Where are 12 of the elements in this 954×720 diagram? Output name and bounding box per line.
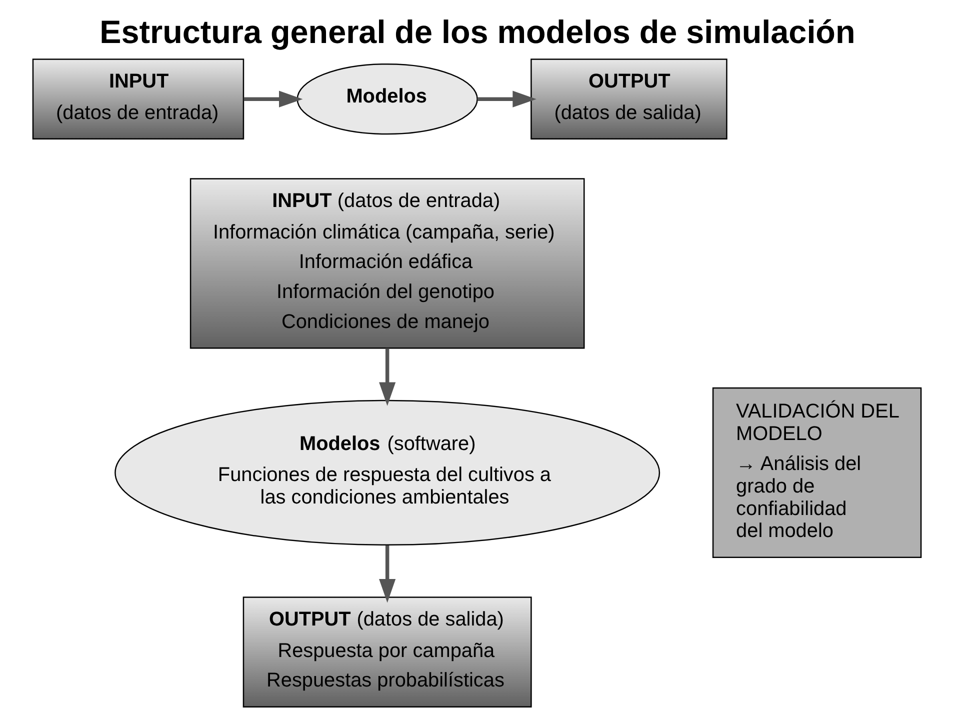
node-box: INPUT (datos de entrada) Información climática (campaña, serie) Información edáfica Información del genotipo Condiciones de manejo bbox=[190, 178, 585, 349]
node-box: INPUT (datos de entrada) bbox=[32, 58, 244, 140]
node-box: OUTPUT (datos de salida) Respuesta por campaña Respuestas probabilísticas bbox=[242, 596, 532, 708]
arrow bbox=[477, 90, 536, 108]
node-ellipse: Modelos (software) Funciones de respuesta del cultivos a las condiciones ambientales bbox=[114, 400, 660, 546]
node-box: OUTPUT (datos de salida) bbox=[530, 58, 728, 140]
node-box: VALIDACIÓN DEL MODELO → Análisis del grado de confiabilidad del modelo bbox=[712, 387, 922, 558]
arrow bbox=[244, 90, 303, 108]
diagram-title: Estructura general de los modelos de simulación bbox=[100, 14, 856, 50]
arrow bbox=[379, 545, 396, 603]
arrow bbox=[379, 348, 396, 406]
node-ellipse: Modelos bbox=[296, 63, 478, 135]
